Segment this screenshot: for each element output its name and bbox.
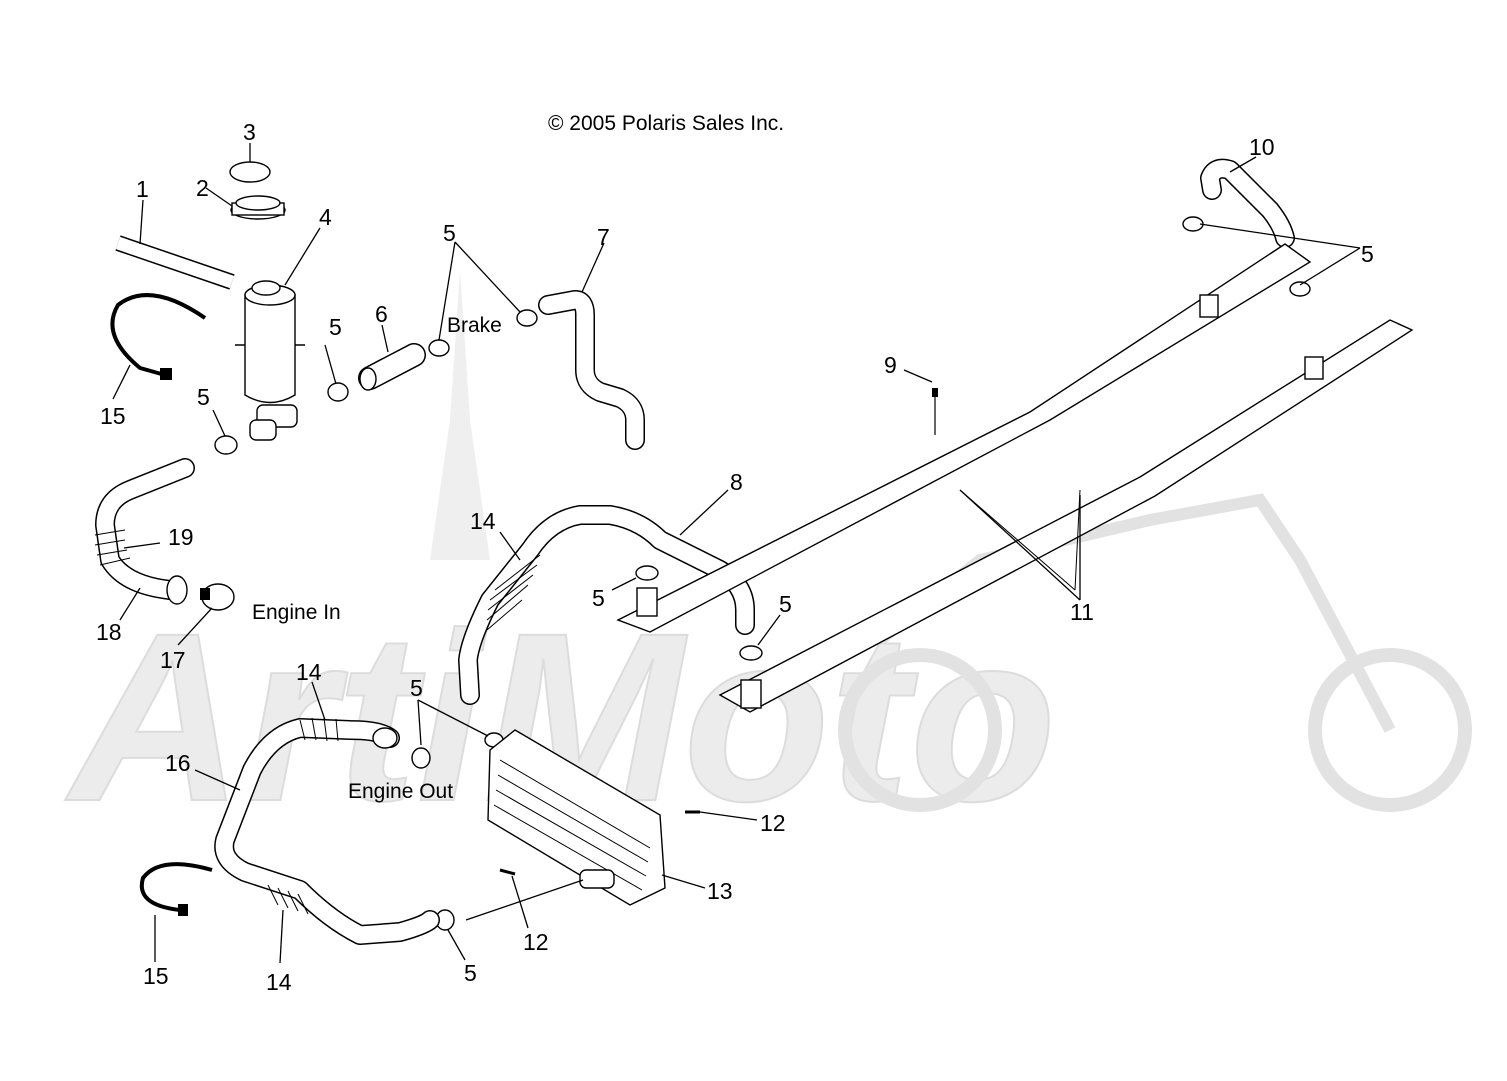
part-16-hose (214, 717, 440, 945)
caption-engine-out: Engine Out (348, 780, 453, 803)
callout-15-a: 15 (100, 403, 126, 429)
callout-5-f: 5 (779, 591, 792, 617)
callout-5-c: 5 (197, 384, 210, 410)
clamp-5-rail-mid (739, 645, 763, 661)
part-4-reservoir (235, 280, 305, 441)
callout-17: 17 (160, 647, 186, 673)
callout-5-d: 5 (1361, 241, 1374, 267)
caption-engine-in: Engine In (252, 601, 341, 624)
clamp-5-reservoir-left (214, 435, 238, 455)
callout-5-h: 5 (464, 960, 477, 986)
callout-16: 16 (165, 750, 191, 776)
callout-14-c: 14 (266, 969, 292, 995)
callout-13: 13 (707, 878, 733, 904)
part-11-rails (616, 243, 1414, 713)
callout-10: 10 (1249, 134, 1275, 160)
callout-2: 2 (196, 175, 209, 201)
part-13-heat-exchanger (487, 729, 666, 906)
clamp-5-engine-out (411, 747, 431, 769)
callout-5-e: 5 (592, 585, 605, 611)
clamp-5-brake (516, 309, 538, 327)
callout-14-b: 14 (296, 659, 322, 685)
watermark-wheel-rear (838, 648, 1002, 812)
callout-6: 6 (375, 301, 388, 327)
part-17-clamp (200, 583, 235, 611)
clamp-5-reservoir-right (327, 382, 349, 402)
clamp-5-rail-left (635, 565, 659, 581)
part-9-screw (932, 388, 938, 435)
part-15-strap-bottom (139, 862, 213, 912)
part-10-hose (1200, 158, 1295, 248)
callout-5-b: 5 (329, 314, 342, 340)
callout-5-g: 5 (410, 675, 423, 701)
part-12-fastener-b (499, 868, 516, 876)
part-14-end-top (372, 727, 398, 749)
callout-8: 8 (730, 469, 743, 495)
part-6-tube (358, 343, 426, 391)
callout-1: 1 (136, 176, 149, 202)
part-15-strap-top (110, 293, 207, 377)
part-7-brake-hose (538, 290, 645, 450)
leader-lines (112, 143, 1361, 964)
callout-14-a: 14 (470, 508, 496, 534)
copyright-text: © 2005 Polaris Sales Inc. (548, 112, 784, 135)
callout-11: 11 (1070, 599, 1094, 625)
callout-3: 3 (243, 119, 256, 145)
callout-7: 7 (597, 224, 610, 250)
callout-12-b: 12 (523, 929, 549, 955)
callout-5-a: 5 (443, 220, 456, 246)
clamp-5-tube6 (428, 339, 450, 357)
part-1-overflow-tube (115, 235, 235, 290)
callout-15-b: 15 (143, 963, 169, 989)
callout-19: 19 (168, 524, 194, 550)
part-3-gasket (229, 161, 271, 183)
callout-4: 4 (319, 204, 332, 230)
watermark-wheel-front (1308, 648, 1472, 812)
watermark-spire (430, 270, 490, 560)
part-15-strap-top-clip (160, 368, 172, 380)
callout-9: 9 (884, 352, 897, 378)
part-2-cap (230, 195, 286, 220)
part-18-19-hose (94, 458, 195, 605)
clamp-5-top-right-2 (1289, 281, 1311, 297)
callouts: 1 2 3 4 5 5 5 5 5 5 5 5 6 7 8 9 10 11 12… (96, 119, 1374, 995)
callout-12-a: 12 (760, 810, 786, 836)
caption-brake: Brake (447, 314, 502, 337)
callout-18: 18 (96, 619, 122, 645)
part-15-strap-bottom-clip (178, 904, 188, 916)
